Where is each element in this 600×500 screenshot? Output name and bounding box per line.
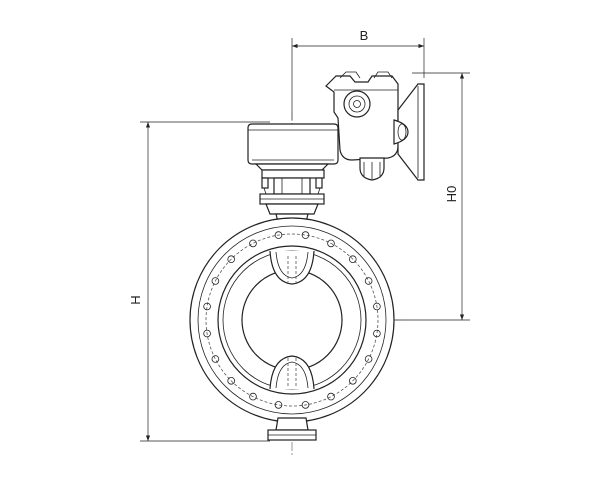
bolt-hole <box>211 355 220 363</box>
gearbox-operator <box>247 71 425 181</box>
outer-flange <box>189 217 395 423</box>
bolt-hole <box>227 376 236 385</box>
dimension-b-label: B <box>360 28 369 43</box>
dimension-h: H <box>128 121 270 442</box>
bolt-hole <box>249 239 257 248</box>
bolt-hole <box>348 255 357 264</box>
bolt-hole <box>203 329 211 338</box>
dimension-h-label: H <box>128 295 143 304</box>
worm-box <box>325 75 399 161</box>
bolt-hole <box>348 376 357 385</box>
bolt-hole <box>327 239 335 248</box>
bottom-cover <box>267 417 317 441</box>
valve-body <box>189 217 395 423</box>
disc-shaft-bosses <box>269 250 315 390</box>
indicator-boss-outer <box>343 90 371 118</box>
dimension-b: B <box>291 28 425 120</box>
dimension-h0: H0 <box>392 72 470 321</box>
bolt-hole <box>249 392 257 401</box>
bolt-hole <box>373 329 381 338</box>
bolt-hole <box>274 231 283 239</box>
bolt-hole <box>211 277 220 285</box>
gearbox-housing <box>247 123 339 165</box>
bolt-hole <box>364 277 373 285</box>
bolt-holes <box>203 231 381 409</box>
bolt-hole <box>274 401 283 409</box>
bolt-hole <box>327 392 335 401</box>
bolt-hole <box>227 255 236 264</box>
bolt-hole <box>203 302 211 311</box>
mounting-bracket <box>259 169 325 223</box>
bolt-hole <box>364 355 373 363</box>
handwheel <box>397 83 425 181</box>
bolt-hole <box>373 302 381 311</box>
bolt-hole <box>301 401 310 409</box>
bolt-hole <box>301 231 310 239</box>
dimension-h0-label: H0 <box>444 186 459 203</box>
